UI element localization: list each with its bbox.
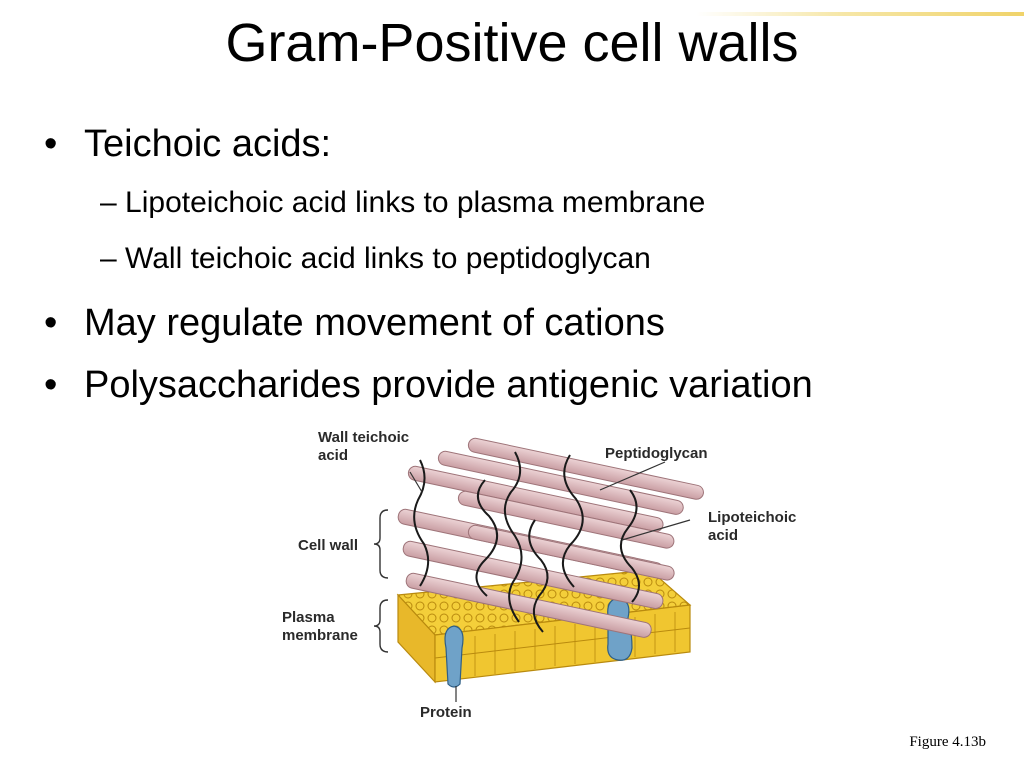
bullet-text: Teichoic acids: bbox=[84, 123, 332, 165]
bracket-marks bbox=[373, 509, 389, 653]
title-rule bbox=[0, 12, 1024, 16]
sub-bullet-wall-teichoic: – Wall teichoic acid links to peptidogly… bbox=[100, 242, 651, 275]
bullet-polysaccharides: • Polysaccharides provide antigenic varia… bbox=[44, 364, 813, 407]
bullet-symbol: • bbox=[44, 123, 58, 165]
teichoic-acid-strands bbox=[413, 451, 640, 633]
sub-bullet-text: Lipoteichoic acid links to plasma membra… bbox=[125, 186, 706, 219]
figure-caption: Figure 4.13b bbox=[909, 734, 986, 750]
bullet-cations: • May regulate movement of cations bbox=[44, 302, 665, 345]
label-peptidoglycan: Peptidoglycan bbox=[605, 445, 708, 462]
bullet-symbol: • bbox=[44, 364, 58, 406]
bullet-text: May regulate movement of cations bbox=[84, 302, 665, 344]
gram-positive-wall-diagram: Wall teichoic acid Peptidoglycan Lipotei… bbox=[282, 429, 801, 721]
bullet-teichoic-acids: • Teichoic acids: bbox=[44, 123, 332, 166]
sub-bullet-text: Wall teichoic acid links to peptidoglyca… bbox=[125, 242, 651, 275]
label-leaders bbox=[409, 461, 691, 702]
label-cell-wall: Cell wall bbox=[298, 537, 358, 554]
label-lipoteichoic-acid: Lipoteichoic acid bbox=[708, 509, 801, 544]
label-plasma-membrane: Plasma membrane bbox=[282, 609, 358, 644]
label-wall-teichoic-acid: Wall teichoic acid bbox=[318, 429, 413, 464]
bullet-symbol: • bbox=[44, 302, 58, 344]
sub-bullet-lipoteichoic: – Lipoteichoic acid links to plasma memb… bbox=[100, 186, 705, 219]
slide-title: Gram-Positive cell walls bbox=[225, 13, 799, 73]
bullet-text: Polysaccharides provide antigenic variat… bbox=[84, 364, 813, 406]
sub-bullet-symbol: – bbox=[100, 186, 117, 219]
label-protein: Protein bbox=[420, 704, 472, 721]
sub-bullet-symbol: – bbox=[100, 242, 117, 275]
peptidoglycan-rods bbox=[397, 437, 704, 638]
